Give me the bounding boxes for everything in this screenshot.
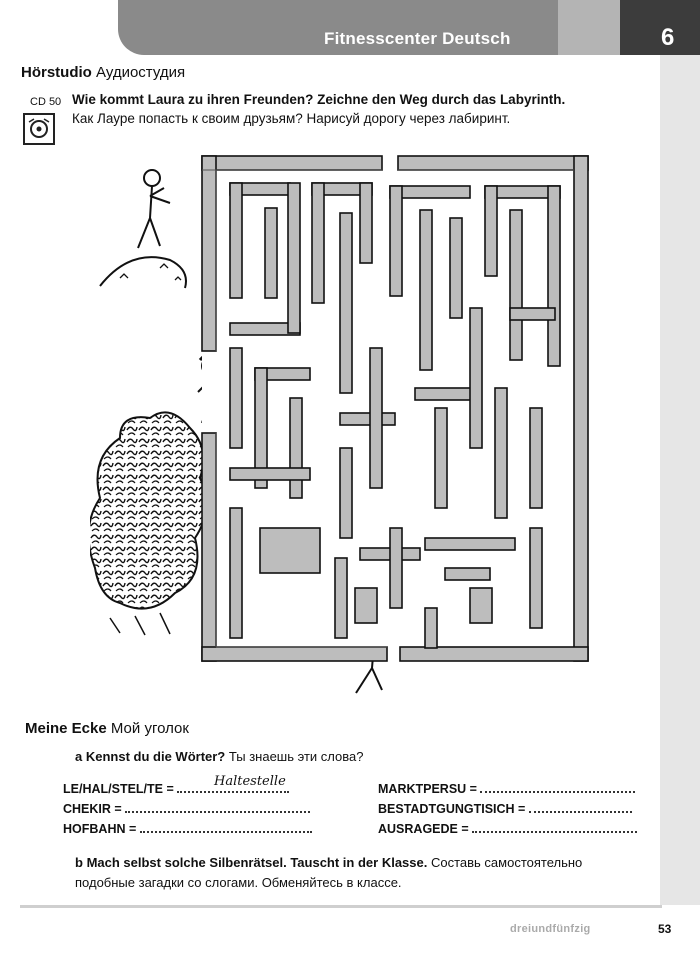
task-instruction-ru: Как Лауре попасть к своим друзьям? Нарис… [72,111,511,126]
side-strip [660,55,700,905]
section-title-de: Hörstudio [21,64,92,81]
section-title-ru: Аудиостудия [96,64,186,81]
task-instruction-de: Wie kommt Laura zu ihren Freunden? Zeich… [72,92,566,107]
answer-line[interactable] [177,781,290,793]
section-title-ru: Мой уголок [110,720,189,737]
chapter-number-box [620,0,700,55]
word-puzzle-row: MARKTPERSU = [378,781,636,796]
word-puzzle: CHEKIR = [63,802,122,816]
exercise-a-heading: a Kennst du die Wörter? Ты знаешь эти сл… [75,749,363,764]
exercise-letter: a [75,749,83,764]
word-puzzle-row: AUSRAGEDE = [378,821,638,836]
cd-track-label: CD 50 [30,96,62,108]
word-puzzle: BESTADTGUNGTISICH = [378,802,526,816]
maze [201,155,592,662]
answer-line[interactable] [528,801,632,813]
answer-line[interactable] [480,781,636,793]
section-title-de: Meine Ecke [25,720,107,737]
exercise-letter: b [75,855,83,870]
answer-line[interactable] [472,821,638,833]
bottom-divider [20,905,662,908]
page-number: 53 [658,922,672,936]
word-puzzle: MARKTPERSU = [378,782,477,796]
exercise-b-line-1: b Mach selbst solche Silbenrätsel. Tausc… [75,855,582,870]
chapter-title: Fitnesscenter Deutsch [324,29,511,48]
word-puzzle-row: CHEKIR = [63,801,311,816]
word-puzzle: AUSRAGEDE = [378,822,469,836]
word-puzzle-row: LE/HAL/STEL/TE = [63,781,290,796]
exercise-text-ru: Составь самостоятельно [430,855,583,870]
page-number-words: dreiundfünfzig [510,923,591,935]
friend-boy-illustration [99,169,187,289]
section-heading-hoerstudio: Hörstudio Аудиостудия [21,64,185,81]
header-bar [118,0,558,55]
section-heading-meine-ecke: Meine Ecke Мой уголок [25,720,189,737]
header-bar-accent [558,0,620,55]
chapter-number: 6 [661,24,675,51]
labyrinth-illustration [90,155,592,694]
word-puzzle-row: HOFBAHN = [63,821,312,836]
answer-line[interactable] [125,801,311,813]
bush-illustration [90,411,208,636]
exercise-b-line-2: подобные загадки со слогами. Обменяйтесь… [75,875,402,890]
word-puzzle: LE/HAL/STEL/TE = [63,782,174,796]
handwritten-answer: Haltestelle [214,774,286,789]
word-puzzle-row: BESTADTGUNGTISICH = [378,801,632,816]
exercise-question-de: Kennst du die Wörter? [85,749,226,764]
exercise-question-ru: Ты знаешь эти слова? [228,749,364,764]
word-puzzle: HOFBAHN = [63,822,137,836]
answer-line[interactable] [139,821,312,833]
exercise-text-de: Mach selbst solche Silbenrätsel. Tauscht… [86,855,428,870]
cd-audio-icon [23,113,55,145]
